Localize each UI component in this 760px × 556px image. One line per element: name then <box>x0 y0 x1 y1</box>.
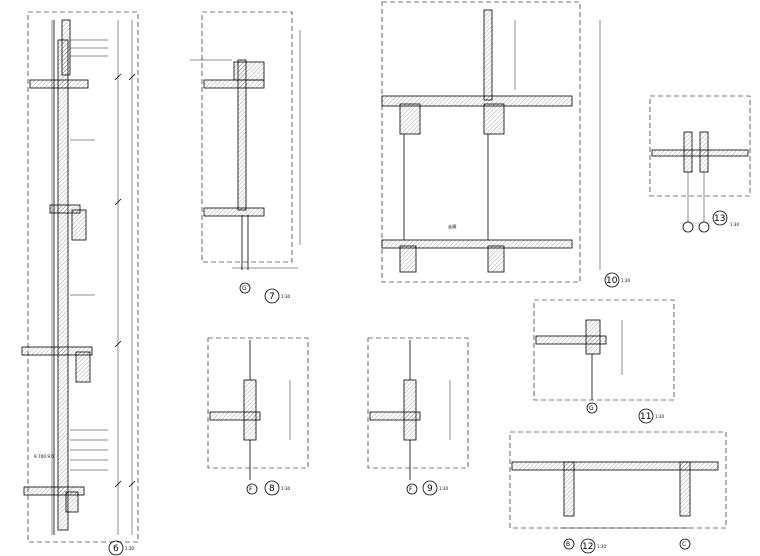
detail-13: 13 1:30 <box>649 95 751 233</box>
detail-13-axis-circle-b <box>698 221 710 233</box>
detail-9-frame <box>367 337 469 469</box>
detail-6-wall <box>57 39 69 531</box>
detail-6-beam-1 <box>71 209 87 241</box>
detail-13-number-circle <box>712 210 728 226</box>
detail-12-axis-b: B <box>566 541 570 548</box>
detail-11-beam <box>585 319 601 355</box>
detail-8-axis-circle <box>246 483 258 495</box>
detail-11-axis: G <box>589 405 594 412</box>
detail-6-number-circle <box>108 540 124 556</box>
detail-7-slab-bottom <box>203 207 265 217</box>
detail-9-axis-circle <box>406 483 418 495</box>
detail-13-frame <box>649 95 751 197</box>
detail-9-wall <box>403 379 417 441</box>
detail-12-frame <box>509 431 727 529</box>
detail-6-parapet <box>61 19 71 76</box>
detail-10-beam-left <box>399 103 421 135</box>
detail-13-wall-a <box>683 131 693 173</box>
detail-10-beam-low-mid <box>487 245 505 273</box>
detail-6-beam-3 <box>65 491 79 513</box>
detail-7-number-circle <box>264 288 280 304</box>
detail-12: B C 12 1:30 <box>509 431 727 554</box>
detail-12-wall-left <box>563 461 575 517</box>
detail-11: G 11 1:30 <box>533 299 675 424</box>
detail-7-canopy <box>233 61 265 81</box>
detail-11-number: 11 <box>640 412 651 422</box>
detail-6-roof-slab <box>29 79 89 89</box>
detail-6-beam-2 <box>75 351 91 383</box>
detail-12-axis-circle-c <box>679 538 691 550</box>
detail-9-number-circle <box>422 480 438 496</box>
detail-7-axis-circle <box>239 282 251 294</box>
detail-10-frame <box>381 1 581 283</box>
detail-12-number-circle <box>580 538 596 554</box>
detail-6-scale: 1:30 <box>125 546 134 551</box>
detail-8-frame <box>207 337 309 469</box>
detail-7-slab-top <box>203 79 265 89</box>
detail-8-wall <box>243 379 257 441</box>
detail-6-frame <box>27 11 139 543</box>
detail-11-frame <box>533 299 675 401</box>
detail-7-number: 7 <box>269 292 275 302</box>
detail-10-roof-slab <box>381 95 573 107</box>
detail-8-scale: 1:30 <box>281 486 290 491</box>
detail-6-slab-2 <box>21 346 93 356</box>
detail-13-axis-circle-a <box>682 221 694 233</box>
detail-6-slab-1 <box>49 204 81 214</box>
detail-6-dim-ticks <box>114 73 136 488</box>
detail-12-wall-right <box>679 461 691 517</box>
detail-11-slab <box>535 335 607 345</box>
detail-9-axis: F <box>409 486 413 493</box>
detail-9-scale: 1:30 <box>439 486 448 491</box>
detail-13-number: 13 <box>714 214 725 224</box>
detail-6-slab-3 <box>23 486 85 496</box>
detail-10-number: 10 <box>606 276 618 286</box>
detail-12-slab <box>511 461 719 471</box>
detail-6-number: 6 <box>113 544 119 554</box>
detail-7-axis: G <box>242 285 247 292</box>
detail-10-parapet <box>483 9 493 101</box>
detail-10-number-circle <box>604 272 620 288</box>
detail-8-slab <box>209 411 261 421</box>
detail-8-axis: F <box>249 486 253 493</box>
detail-10-scale: 1:30 <box>621 278 630 283</box>
detail-13-wall-b <box>699 131 709 173</box>
detail-9-slab <box>369 411 421 421</box>
detail-6: 9.700 9.6 6 1:30 <box>21 11 139 556</box>
detail-12-scale: 1:30 <box>597 544 606 549</box>
detail-13-scale: 1:30 <box>730 222 739 227</box>
detail-12-axis-c: C <box>682 541 686 548</box>
detail-12-axis-circle-b <box>563 538 575 550</box>
detail-11-axis-circle <box>586 402 598 414</box>
detail-7-frame <box>201 11 293 263</box>
detail-9: F 9 1:30 <box>367 337 469 496</box>
detail-7-scale: 1:30 <box>281 294 290 299</box>
detail-10-beam-low-left <box>399 245 417 273</box>
detail-10-floor-slab <box>381 239 573 249</box>
detail-10: 走廊 10 1:30 <box>381 1 630 288</box>
detail-8-number-circle <box>264 480 280 496</box>
detail-7: G 7 1:30 <box>190 11 301 304</box>
detail-10-beam-mid <box>483 103 505 135</box>
detail-10-room-label: 走廊 <box>448 223 456 230</box>
detail-9-number: 9 <box>427 484 433 494</box>
detail-11-scale: 1:30 <box>655 414 664 419</box>
detail-6-note-leaders <box>70 39 108 471</box>
detail-11-number-circle <box>638 408 654 424</box>
detail-8: F 8 1:30 <box>207 337 309 496</box>
detail-6-note-small: 9.700 9.6 <box>34 454 54 459</box>
detail-8-number: 8 <box>269 484 275 494</box>
detail-12-number: 12 <box>582 542 593 552</box>
